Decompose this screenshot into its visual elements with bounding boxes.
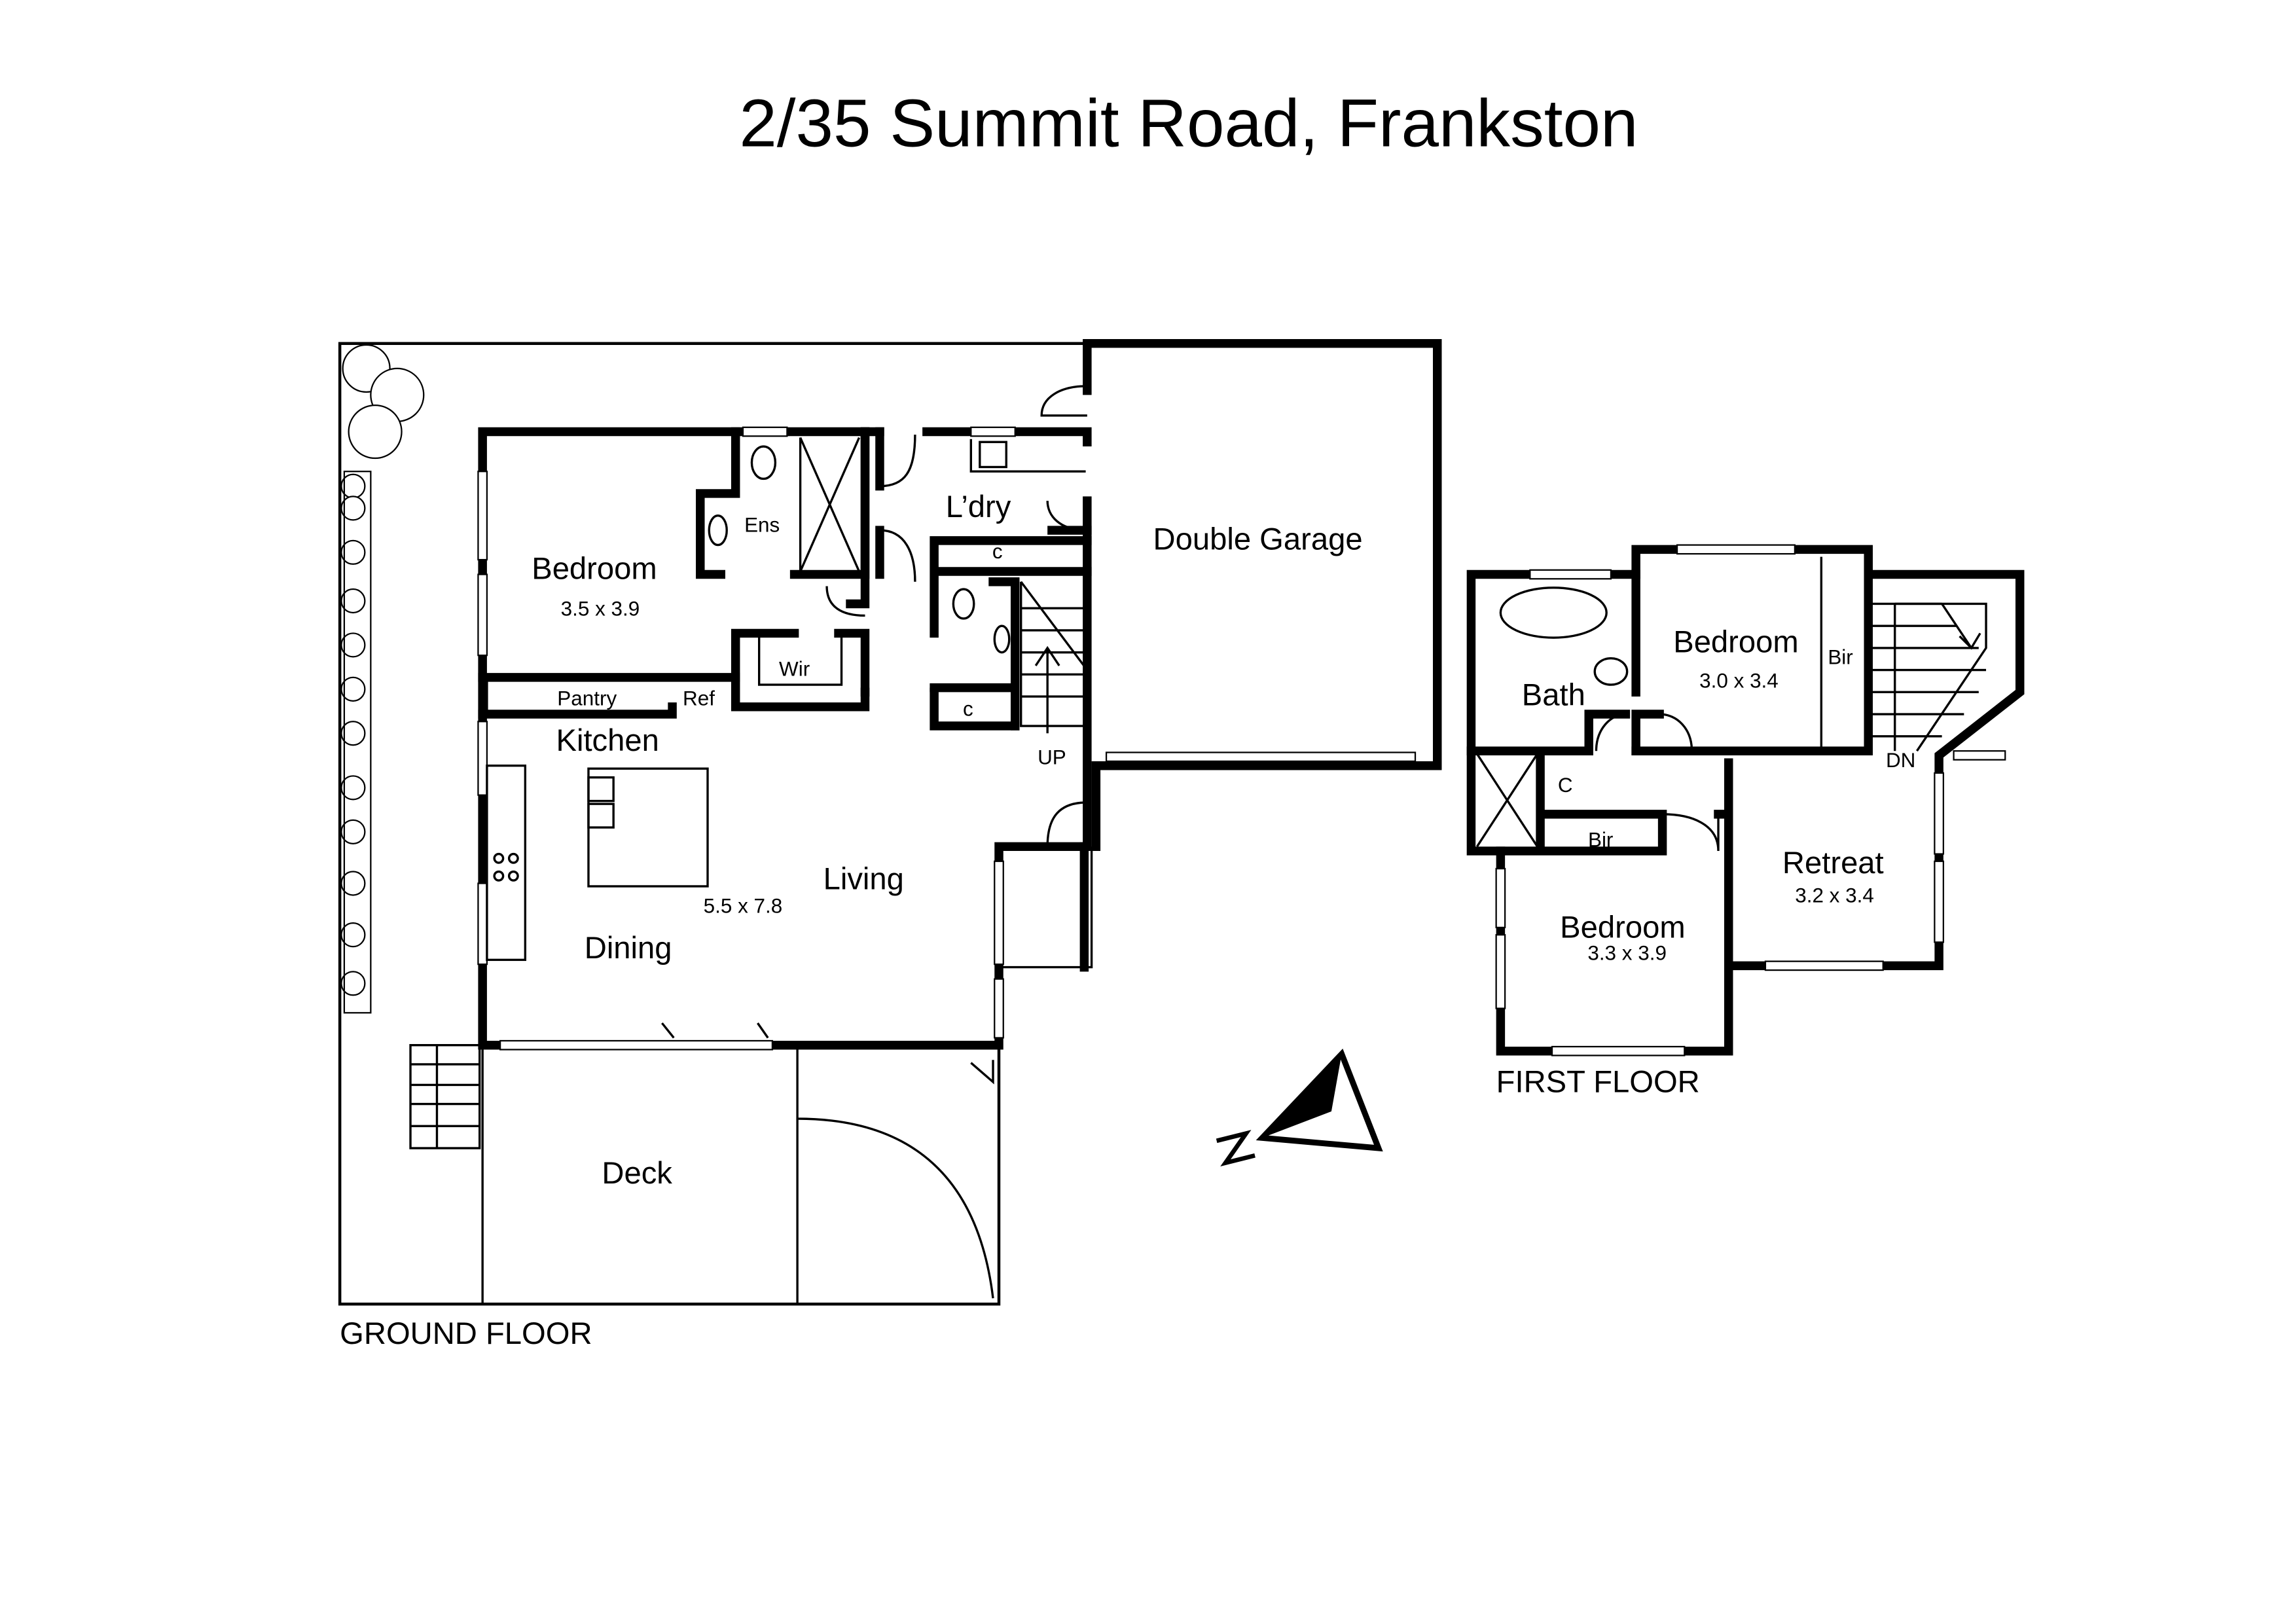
living-label: Living: [823, 861, 904, 896]
bir-label: Bir: [1588, 828, 1613, 851]
bath-label: Bath: [1522, 678, 1585, 713]
dining-label: Dining: [585, 931, 672, 965]
kitchen-label: Kitchen: [556, 723, 659, 758]
page-title: 2/35 Summit Road, Frankston: [739, 85, 1638, 161]
second-bedroom-label: Bedroom: [1560, 911, 1685, 945]
deck-label: Deck: [602, 1156, 672, 1191]
first-floor-label: FIRST FLOOR: [1496, 1065, 1700, 1100]
ground-bedroom-size: 3.5 x 3.9: [561, 597, 640, 620]
cupboard-label: c: [992, 540, 1003, 563]
bir-label: Bir: [1828, 646, 1852, 669]
first-floor-plan: Bath Bedroom 3.0 x 3.4 Bir DN C Bir Retr…: [1466, 544, 2025, 1100]
stairs-up-label: UP: [1038, 746, 1066, 768]
ref-label: Ref: [683, 687, 715, 710]
garage-label: Double Garage: [1153, 522, 1363, 556]
retreat-size: 3.2 x 3.4: [1795, 884, 1874, 907]
cupboard-label: C: [1558, 774, 1573, 797]
pantry-label: Pantry: [557, 687, 617, 710]
wir-label: Wir: [779, 658, 810, 681]
living-size: 5.5 x 7.8: [704, 894, 783, 917]
stairs-down: [1868, 602, 1987, 752]
second-bedroom-size: 3.3 x 3.9: [1587, 941, 1667, 964]
ground-floor-plan: Bedroom 3.5 x 3.9 Ens Wir L’dry c c Doub…: [338, 338, 1442, 1351]
stairs-up: [1020, 581, 1089, 734]
stairs-down-label: DN: [1886, 749, 1915, 772]
north-arrow-icon: [1216, 1048, 1383, 1166]
cupboard-label: c: [963, 697, 973, 720]
first-bedroom-size: 3.0 x 3.4: [1699, 670, 1779, 693]
ground-bedroom-label: Bedroom: [532, 551, 657, 586]
ensuite-label: Ens: [744, 513, 780, 536]
first-bedroom-label: Bedroom: [1673, 625, 1798, 660]
ground-floor-label: GROUND FLOOR: [340, 1316, 592, 1351]
retreat-label: Retreat: [1782, 846, 1884, 880]
laundry-label: L’dry: [946, 490, 1011, 524]
shrub-icons: [340, 344, 425, 1014]
